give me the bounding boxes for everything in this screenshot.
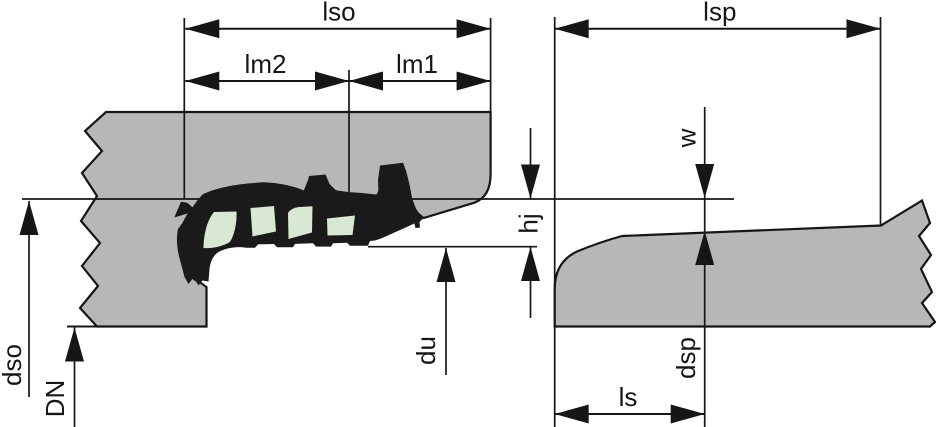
svg-text:dso: dso xyxy=(0,344,27,386)
svg-text:lso: lso xyxy=(322,0,355,27)
svg-text:ls: ls xyxy=(619,382,638,412)
svg-text:lm1: lm1 xyxy=(396,49,438,79)
svg-text:lsp: lsp xyxy=(703,0,736,27)
svg-text:du: du xyxy=(411,336,441,365)
svg-text:lm2: lm2 xyxy=(245,49,287,79)
svg-text:DN: DN xyxy=(40,380,70,418)
svg-text:dsp: dsp xyxy=(671,337,701,379)
svg-text:hj: hj xyxy=(514,213,544,233)
svg-text:w: w xyxy=(672,128,702,148)
